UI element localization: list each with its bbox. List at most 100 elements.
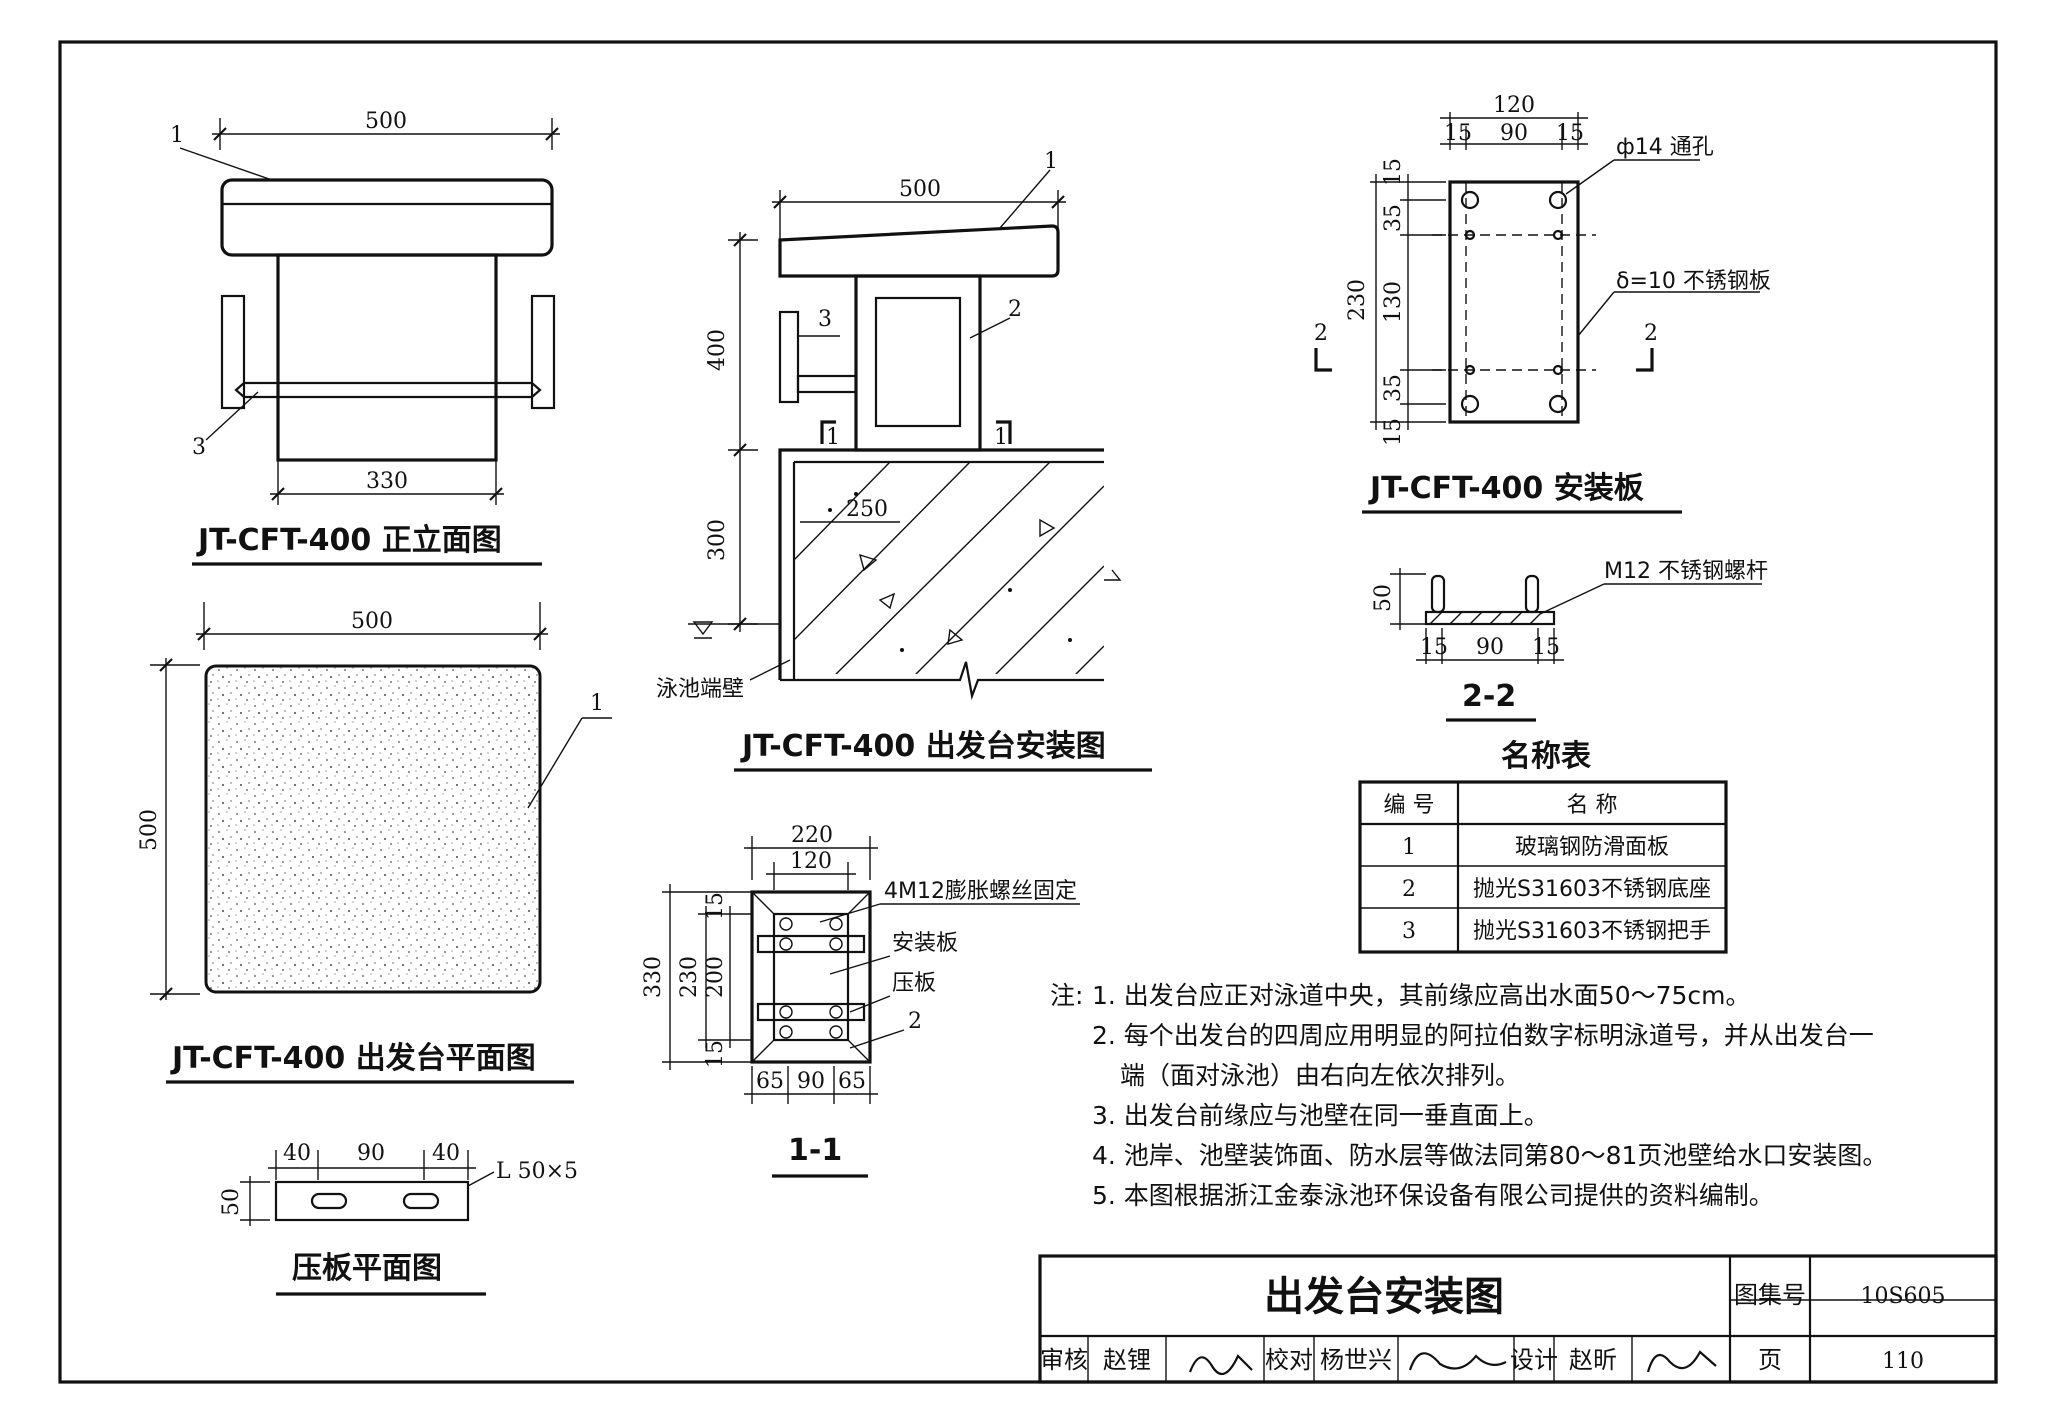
- note-line: 端（面对泳池）由右向左依次排列。: [1120, 1061, 1520, 1090]
- s22-dim-50: 50: [1371, 584, 1396, 612]
- install-title: JT-CFT-400 出发台安装图: [740, 729, 1106, 764]
- dim-500-top: 500: [365, 109, 407, 134]
- mp-plate-label: δ=10 不锈钢板: [1616, 269, 1771, 294]
- s11-dim-200: 200: [703, 956, 728, 998]
- install-dim-500: 500: [899, 177, 941, 202]
- check-label: 校对: [1265, 1346, 1313, 1374]
- mp-dim-90: 90: [1500, 121, 1528, 146]
- callout-1: 1: [170, 123, 184, 148]
- section-2-2-view: 50 15 90 15 M12 不锈钢螺杆 2-2: [1371, 559, 1768, 722]
- s11-dim-15-top: 15: [703, 892, 728, 920]
- plan-title: JT-CFT-400 出发台平面图: [170, 1041, 536, 1076]
- s11-label-mount: 安装板: [892, 931, 958, 956]
- mp-section-mark-b: 2: [1644, 321, 1658, 346]
- table-row-name: 玻璃钢防滑面板: [1515, 835, 1669, 860]
- front-elevation-title: JT-CFT-400 正立面图: [196, 523, 502, 558]
- reviewer-signature: [1188, 1354, 1253, 1376]
- callout-3: 3: [192, 435, 206, 460]
- pp-dim-40a: 40: [283, 1141, 311, 1166]
- note-line: 3. 出发台前缘应与池壁在同一垂直面上。: [1092, 1101, 1549, 1130]
- s11-label-press: 压板: [892, 971, 936, 996]
- review-label: 审核: [1040, 1346, 1088, 1374]
- mp-hole-label: ф14 通孔: [1616, 135, 1714, 160]
- mp-dim-15b: 15: [1556, 121, 1584, 146]
- s11-label-2: 2: [908, 1009, 922, 1034]
- pp-dim-40b: 40: [432, 1141, 460, 1166]
- atlas-label: 图集号: [1734, 1281, 1806, 1309]
- table-row-no: 3: [1402, 919, 1416, 944]
- front-elevation-view: 500 330 1 3 JT-CFT-400 正立面图: [170, 109, 560, 566]
- mp-dim-230: 230: [1345, 279, 1370, 321]
- install-view: 500 3 2 1 1 1 400 300: [656, 149, 1152, 772]
- pressure-plate-view: 40 90 40 50 L 50×5 压板平面图: [219, 1141, 578, 1296]
- s11-dim-220: 220: [791, 823, 833, 848]
- designer-signature: [1646, 1350, 1717, 1373]
- reviewer-name: 赵锂: [1103, 1346, 1151, 1374]
- note-line: 5. 本图根据浙江金泰泳池环保设备有限公司提供的资料编制。: [1092, 1181, 1774, 1210]
- s11-dim-90: 90: [797, 1069, 825, 1094]
- name-table-title: 名称表: [1501, 739, 1591, 774]
- plan-callout-1: 1: [590, 691, 604, 716]
- page-label: 页: [1758, 1346, 1782, 1374]
- sheet-border: [58, 40, 1998, 1384]
- section-mark-1b: 1: [994, 425, 1008, 450]
- mp-dim-35-bottom: 35: [1381, 374, 1406, 402]
- install-callout-2: 2: [1008, 297, 1022, 322]
- designer-name: 赵昕: [1569, 1346, 1617, 1374]
- page-no: 110: [1882, 1349, 1924, 1374]
- table-header-name: 名 称: [1567, 793, 1618, 818]
- plan-dim-500-width: 500: [351, 609, 393, 634]
- mp-title: JT-CFT-400 安装板: [1368, 471, 1644, 506]
- note-line: 4. 池岸、池壁装饰面、防水层等做法同第80～81页池壁给水口安装图。: [1092, 1141, 1887, 1170]
- s22-dim-15a: 15: [1420, 635, 1448, 660]
- pp-angle-label: L 50×5: [496, 1159, 578, 1184]
- design-label: 设计: [1510, 1346, 1558, 1374]
- note-line: 2. 每个出发台的四周应用明显的阿拉伯数字标明泳道号，并从出发台一: [1092, 1021, 1874, 1050]
- anti-slip-panel: [204, 664, 542, 994]
- s22-bolt-label: M12 不锈钢螺杆: [1604, 559, 1768, 584]
- install-dim-400: 400: [705, 329, 730, 371]
- install-dim-250: 250: [846, 497, 888, 522]
- install-callout-1: 1: [1044, 149, 1058, 174]
- table-row-name: 抛光S31603不锈钢底座: [1473, 877, 1711, 902]
- mp-dim-35-top: 35: [1381, 204, 1406, 232]
- drawing-title: 出发台安装图: [1264, 1274, 1504, 1320]
- pp-dim-90: 90: [357, 1141, 385, 1166]
- mp-dim-120: 120: [1493, 93, 1535, 118]
- s22-dim-90: 90: [1476, 635, 1504, 660]
- note-line: 1. 出发台应正对泳道中央，其前缘应高出水面50～75cm。: [1092, 981, 1751, 1010]
- s11-dim-230: 230: [677, 956, 702, 998]
- plan-view: 500 500 1 JT-CFT-400 出发台平面图: [137, 602, 612, 1084]
- s22-title: 2-2: [1462, 679, 1516, 714]
- checker-signature: [1408, 1352, 1507, 1371]
- s11-dim-65b: 65: [838, 1069, 866, 1094]
- s11-dim-120: 120: [790, 849, 832, 874]
- section-1-1-view: 220 120 330 230 200 15 15 65: [641, 823, 1080, 1178]
- s11-label-bolts: 4M12膨胀螺丝固定: [884, 879, 1077, 904]
- checker-name: 杨世兴: [1320, 1346, 1392, 1374]
- mp-section-mark-a: 2: [1314, 321, 1328, 346]
- table-row-no: 1: [1402, 835, 1416, 860]
- table-row-name: 抛光S31603不锈钢把手: [1473, 919, 1711, 944]
- notes-prefix: 注:: [1050, 981, 1083, 1010]
- pp-dim-50: 50: [219, 1188, 244, 1216]
- s11-dim-15-bottom: 15: [703, 1040, 728, 1068]
- title-block: 出发台安装图 图集号 10S605 页 110 审核 赵锂 校对 杨世兴 设计 …: [1038, 1254, 1998, 1384]
- s11-title: 1-1: [788, 1133, 842, 1168]
- mp-dim-15-bottom: 15: [1381, 418, 1406, 446]
- section-mark-1a: 1: [826, 425, 840, 450]
- table-header-no: 编 号: [1384, 793, 1435, 818]
- table-row-no: 2: [1402, 877, 1416, 902]
- wall-label: 泳池端壁: [656, 677, 744, 702]
- s22-dim-15b: 15: [1532, 635, 1560, 660]
- install-callout-3: 3: [818, 307, 832, 332]
- dim-330-bottom: 330: [366, 469, 408, 494]
- mount-plate-view: 120 15 90 15 230 15 35 130 35 15: [1314, 93, 1771, 514]
- notes: 注: 1. 出发台应正对泳道中央，其前缘应高出水面50～75cm。 2. 每个出…: [1050, 981, 1887, 1210]
- mp-dim-15a: 15: [1444, 121, 1472, 146]
- install-dim-300: 300: [705, 519, 730, 561]
- s11-dim-330: 330: [641, 956, 666, 998]
- mp-dim-15-top: 15: [1381, 158, 1406, 186]
- mp-dim-130: 130: [1381, 281, 1406, 323]
